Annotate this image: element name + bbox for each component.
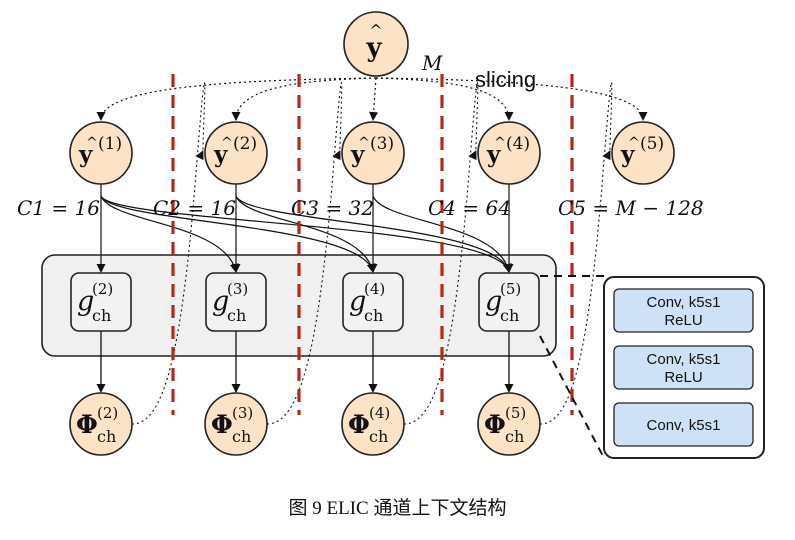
slicing-arrow [375,77,648,121]
context-link [235,195,512,273]
phi-ch-node-2: Φ(2) ch [69,392,133,456]
zoom-callout-lines [539,275,605,459]
y-hat-slice-superscript: (3) [370,134,394,154]
conv-layer-label: Conv, k5s1 [647,294,721,311]
y-hat-slice-3: y^(3) [341,121,405,185]
y-hat-slice-hat: ^ [86,135,98,151]
slicing-label: slicing [475,67,536,92]
g-ch-symbol: g [77,286,94,317]
context-link [100,195,239,273]
phi-ch-superscript: (3) [232,404,253,422]
g-ch-block-4: g(4) ch [342,272,404,332]
y-hat-node: y ^ [343,11,409,77]
slicing-arrow [375,77,514,121]
g-ch-superscript: (4) [364,280,385,298]
decode-dependency-arrow [266,81,343,425]
g-ch-symbol: g [349,286,366,317]
y-hat-node-symbol: y [365,33,382,63]
y-hat-slice-symbol: y [620,141,635,168]
y-hat-slice-symbol: y [486,141,501,168]
conv-layer-label: Conv, k5s1 [647,417,721,434]
total-channels-label: M [421,51,443,75]
g-ch-block-2: g(2) ch [70,272,132,332]
figure-caption: 图 9 ELIC 通道上下文结构 [288,498,507,519]
phi-ch-symbol: Φ [484,410,506,439]
g-ch-block-5: g(5) ch [478,272,540,332]
y-hat-slice-hat: ^ [628,135,640,151]
y-hat-slice-5: y^(5) [611,121,675,185]
elic-channel-context-diagram: y ^ M slicing y^(1)y^(2)y^(3)y^(4)y^(5) … [17,11,765,459]
phi-ch-node-5: Φ(5) ch [477,392,541,456]
channel-count-label: C4 = 64 [428,196,511,220]
y-hat-slice-symbol: y [213,141,228,168]
g-ch-superscript: (2) [92,280,113,298]
g-ch-symbol: g [212,286,229,317]
y-hat-slice-superscript: (1) [98,134,122,154]
g-ch-subscript: ch [364,306,383,325]
phi-ch-subscript: ch [97,427,116,446]
conv-layer-3: Conv, k5s1 [613,402,754,447]
y-hat-slice-4: y^(4) [477,121,541,185]
activation-label: ReLU [664,312,702,329]
phi-ch-node-4: Φ(4) ch [341,392,405,456]
y-hat-slice-superscript: (4) [506,134,530,154]
decode-dependency-arrow [131,81,206,425]
y-hat-slice-2: y^(2) [204,121,268,185]
conv-layer-label: Conv, k5s1 [647,351,721,368]
y-hat-slice-hat: ^ [358,135,370,151]
phi-ch-symbol: Φ [211,410,233,439]
y-hat-slice-symbol: y [350,141,365,168]
slicing-arrow [231,77,377,121]
context-link [100,195,512,273]
g-ch-block-3: g(3) ch [205,272,267,332]
g-ch-superscript: (3) [227,280,248,298]
g-ch-subscript: ch [227,306,246,325]
g-ch-superscript: (5) [500,280,521,298]
y-hat-slice-hat: ^ [221,135,233,151]
y-hat-slice-hat: ^ [494,135,506,151]
channel-count-label: C5 = M − 128 [558,196,704,220]
phi-ch-superscript: (2) [97,404,118,422]
phi-ch-superscript: (4) [369,404,390,422]
y-hat-slice-symbol: y [78,141,93,168]
decode-dependency-arrow [539,81,613,425]
phi-ch-superscript: (5) [505,404,526,422]
phi-ch-subscript: ch [232,427,251,446]
activation-label: ReLU [664,369,702,386]
slicing-arrow [96,77,377,121]
phi-ch-subscript: ch [505,427,524,446]
channel-count-label: C3 = 32 [291,196,374,220]
channel-count-label: C2 = 16 [153,196,236,220]
g-ch-symbol: g [485,286,502,317]
phi-ch-subscript: ch [369,427,388,446]
y-hat-slice-superscript: (5) [640,134,664,154]
slicing-arrow [369,77,379,121]
channel-count-label: C1 = 16 [17,196,100,220]
y-hat-node-hat: ^ [369,21,382,40]
phi-ch-symbol: Φ [348,410,370,439]
slice-dividers [171,74,574,415]
g-ch-subscript: ch [500,306,519,325]
phi-ch-symbol: Φ [76,410,98,439]
phi-ch-node-3: Φ(3) ch [204,392,268,456]
context-link [100,195,376,273]
g-ch-subscript: ch [92,306,111,325]
y-hat-slice-1: y^(1) [69,121,133,185]
y-hat-slice-superscript: (2) [233,134,257,154]
